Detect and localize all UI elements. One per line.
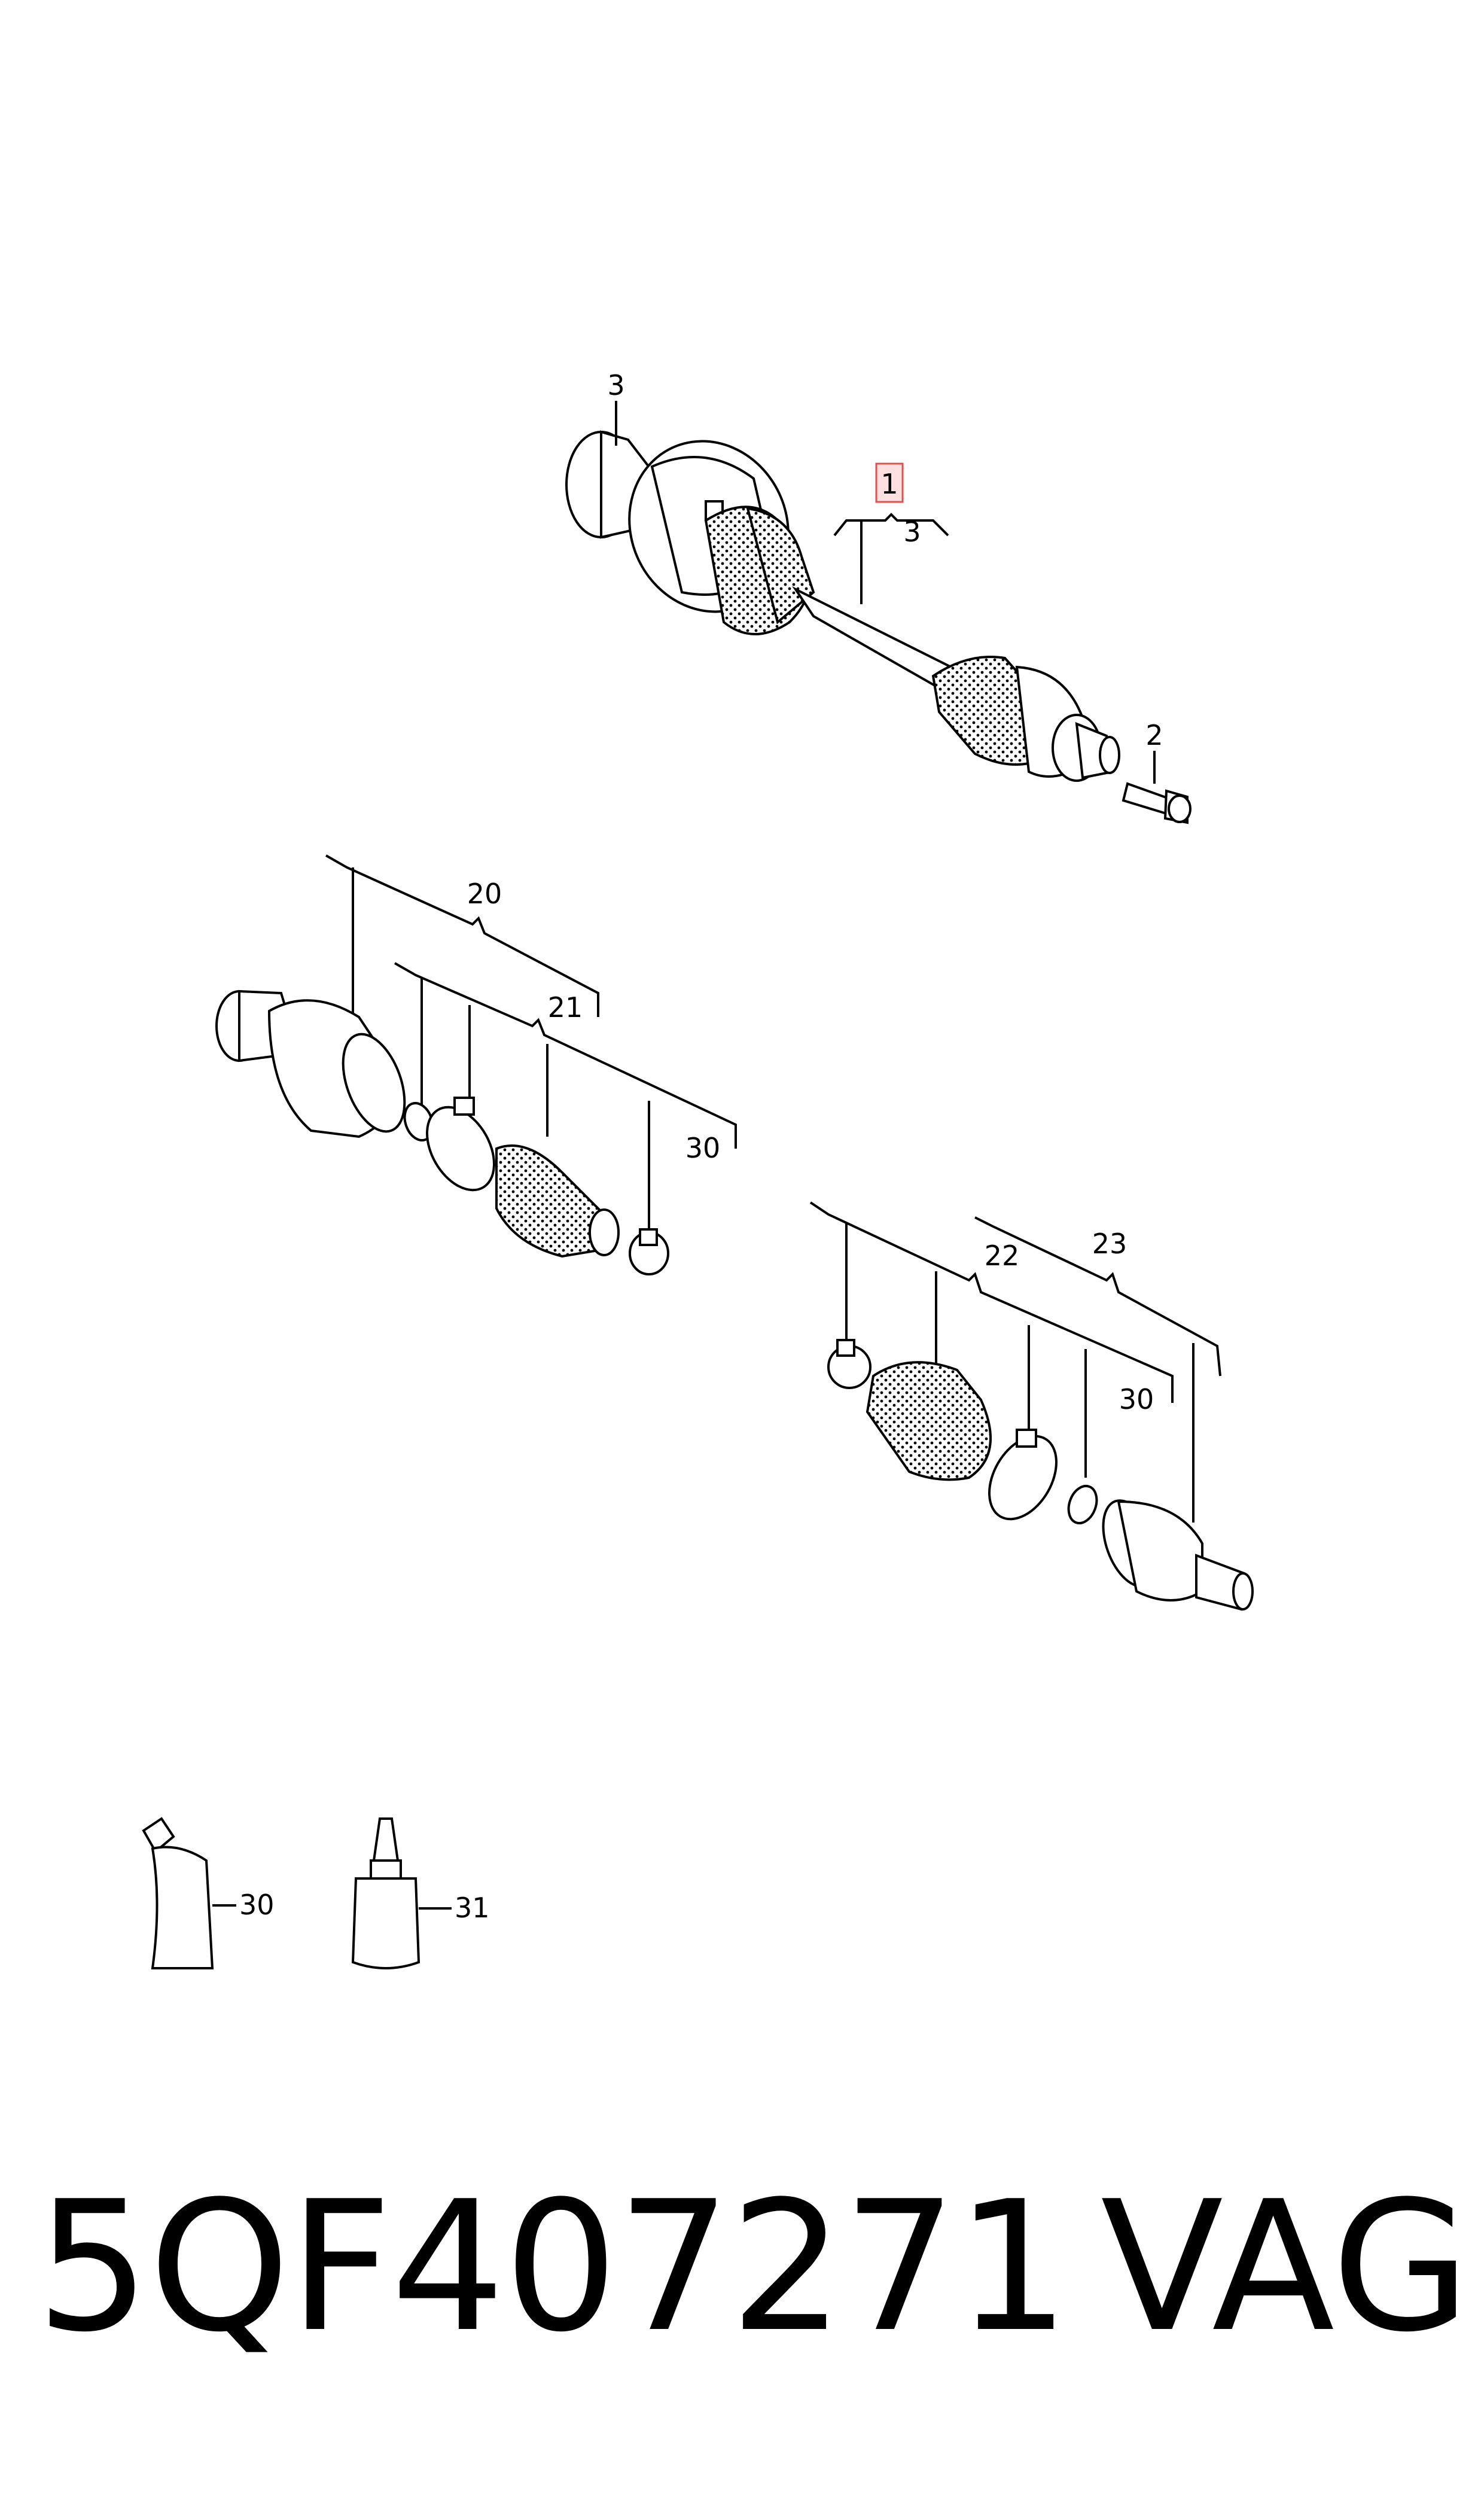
shaft-bar: [792, 586, 953, 690]
inner-joint-kit: [215, 854, 737, 1275]
bolt: [1122, 782, 1192, 824]
outer-joint-kit: [809, 1201, 1254, 1611]
brand-name: VAG: [1101, 2163, 1471, 2371]
grease-tube: [142, 1817, 236, 1969]
sealant-bottle: [351, 1817, 452, 1969]
part-number: 5QF407271: [36, 2163, 1070, 2371]
callout-3-sub: 3: [903, 516, 921, 548]
callout-23: 23: [1092, 1228, 1128, 1260]
drive-shaft-assembly: [565, 401, 1192, 824]
callout-20: 20: [467, 878, 502, 910]
callout-31: 31: [455, 1892, 490, 1924]
callout-21: 21: [548, 991, 583, 1024]
callout-1: 1: [880, 468, 898, 500]
callout-30-bottom: 30: [239, 1889, 275, 1921]
callout-2: 2: [1145, 719, 1163, 751]
outer-cv-joint: [1015, 665, 1120, 782]
callout-30-mid: 30: [685, 1132, 721, 1164]
callout-1-highlight: [875, 462, 904, 503]
callout-22: 22: [985, 1240, 1020, 1272]
callout-3-top: 3: [607, 369, 624, 401]
callout-30-right: 30: [1119, 1383, 1154, 1415]
